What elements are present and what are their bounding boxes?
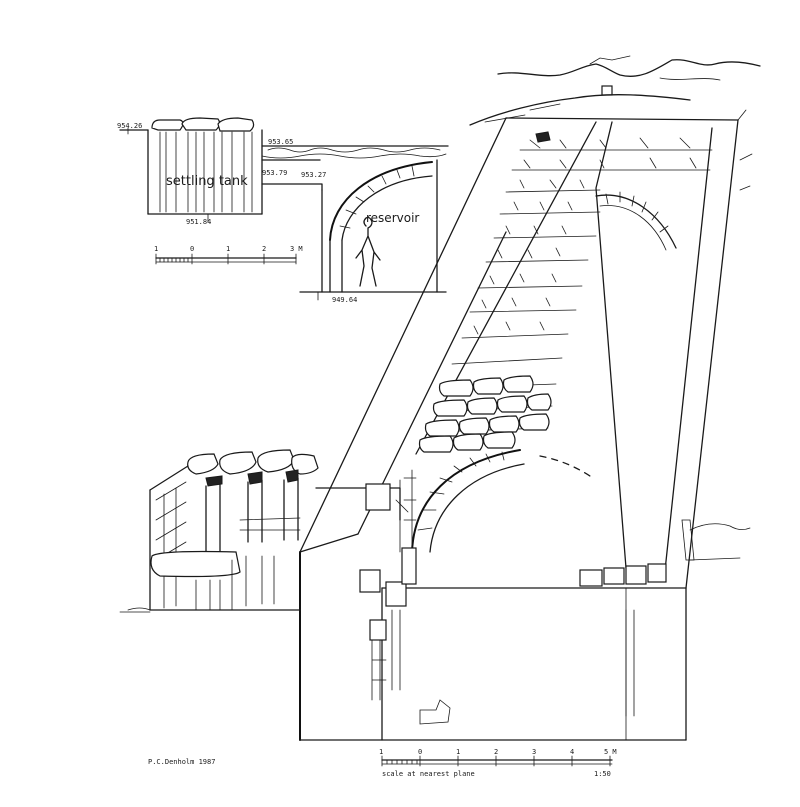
isometric-settling-tank — [119, 449, 319, 613]
settling-tank-label: settling tank — [166, 174, 248, 189]
section-scale-tick-0: 1 — [154, 245, 158, 253]
reservoir-label: reservoir — [366, 211, 419, 225]
iso-scale-tick-3: 2 — [494, 748, 498, 756]
elev-tank-floor: 951.84 — [186, 218, 211, 226]
hills-silhouette — [469, 55, 761, 126]
iso-scale-tick-0: 1 — [379, 748, 383, 756]
elev-tank-step: 953.79 — [262, 169, 287, 177]
iso-scale-tick-1: 0 — [418, 748, 422, 756]
elev-top-slab: 953.65 — [268, 138, 293, 146]
human-figure — [355, 216, 381, 287]
iso-scale-caption: scale at nearest plane — [382, 770, 475, 778]
cross-section — [119, 117, 449, 301]
section-scale-tick-2: 1 — [226, 245, 230, 253]
section-scale-tick-3: 2 — [262, 245, 266, 253]
iso-scale-bar — [381, 755, 613, 767]
roof-edge-stones — [418, 131, 552, 453]
iso-scale-tick-6: 5 M — [604, 748, 617, 756]
elev-reservoir-floor: 949.64 — [332, 296, 357, 304]
section-scale-tick-4: 3 M — [290, 245, 303, 253]
section-scale-tick-1: 0 — [190, 245, 194, 253]
elev-reservoir-rim: 953.27 — [301, 171, 326, 179]
drawing-credit: P.C.Denholm 1987 — [148, 758, 215, 766]
iso-scale-tick-2: 1 — [456, 748, 460, 756]
front-wall-stones — [359, 519, 695, 725]
isometric-reservoir — [299, 117, 739, 741]
section-scale-bar — [155, 253, 297, 265]
iso-scale-ratio: 1:50 — [594, 770, 611, 778]
elev-top-left: 954.26 — [117, 122, 142, 130]
iso-scale-tick-4: 3 — [532, 748, 536, 756]
iso-scale-tick-5: 4 — [570, 748, 574, 756]
distant-building — [601, 85, 613, 96]
